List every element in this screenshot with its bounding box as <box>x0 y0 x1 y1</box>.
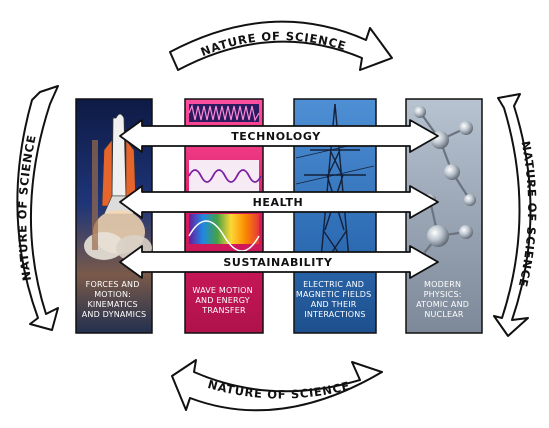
panel-forces-motion: FORCES AND MOTION: KINEMATICS AND DYNAMI… <box>75 98 153 334</box>
panel-2-label: WAVE MOTION AND ENERGY TRANSFER <box>192 286 255 315</box>
bottom-arc-arrow: NATURE OF SCIENCE <box>171 359 383 412</box>
panel-1-label: FORCES AND MOTION: KINEMATICS AND DYNAMI… <box>82 280 147 319</box>
panel-3-label: ELECTRIC AND MAGNETIC FIELDS AND THEIR I… <box>296 280 374 319</box>
banner-sustainability-label: SUSTAINABILITY <box>223 256 333 269</box>
banner-sustainability: SUSTAINABILITY <box>119 245 439 279</box>
space-shuttle-icon <box>84 113 152 261</box>
right-arc-arrow: NATURE OF SCIENCE <box>493 93 538 337</box>
panel-modern-physics: MODERN PHYSICS: ATOMIC AND NUCLEAR <box>405 98 483 334</box>
banner-technology: TECHNOLOGY <box>119 119 439 153</box>
left-arc-arrow: NATURE OF SCIENCE <box>15 85 59 331</box>
banner-technology-label: TECHNOLOGY <box>231 130 321 143</box>
banner-health: HEALTH <box>119 185 439 219</box>
panel-4-label: MODERN PHYSICS: ATOMIC AND NUCLEAR <box>416 280 472 319</box>
banner-health-label: HEALTH <box>253 196 304 209</box>
waves-icon <box>188 104 262 252</box>
top-arc-arrow: NATURE OF SCIENCE <box>169 20 393 71</box>
